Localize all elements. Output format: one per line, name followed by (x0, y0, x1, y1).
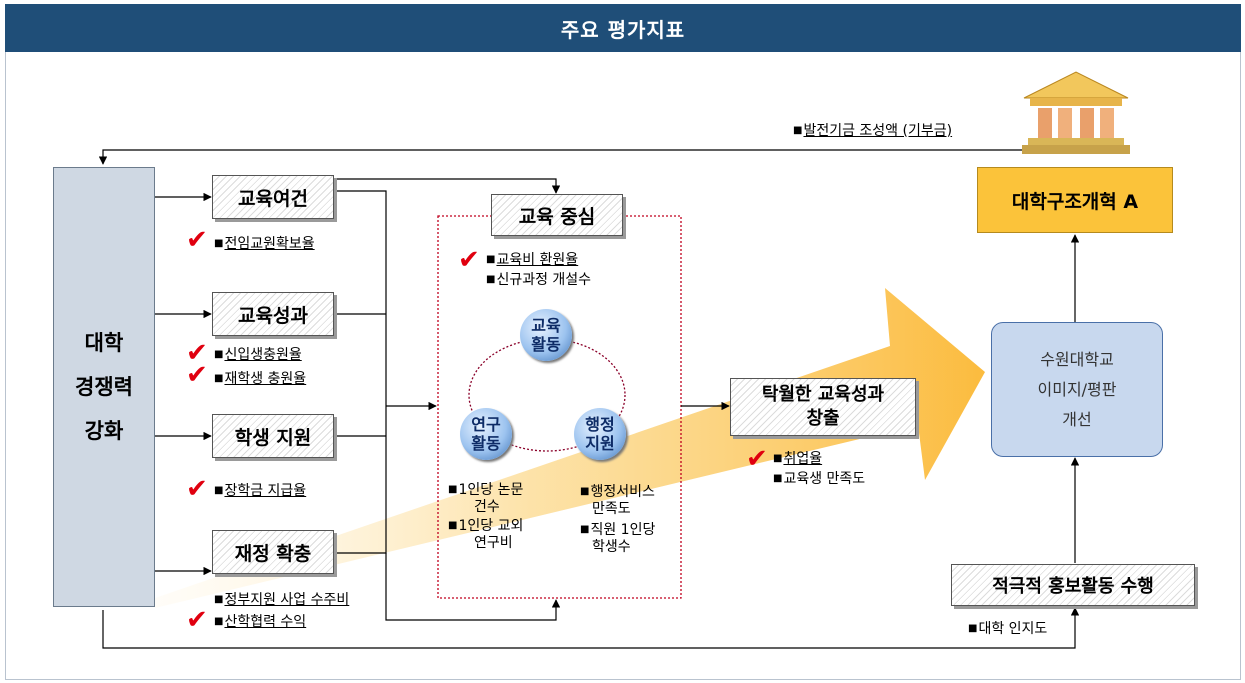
check-mark-icon: ✔ (458, 245, 480, 275)
page-title: 주요 평가지표 (5, 4, 1241, 52)
check-mark-icon: ✔ (746, 444, 768, 474)
pillar-line-1: 대학 (84, 331, 124, 355)
check-mark-icon: ✔ (186, 474, 208, 504)
strategy-box-finance-expansion: 재정 확충 (212, 530, 334, 574)
strategy-box-student-support: 학생 지원 (212, 414, 334, 458)
indicator-development-fund: ■발전기금 조성액 (기부금) (793, 123, 953, 139)
indicator-full-time-faculty: ■전임교원확보율 (214, 236, 315, 252)
strategy-box-education-environment: 교육여건 (212, 175, 334, 219)
indicator-students-per-staff: ■직원 1인당 학생수 (580, 522, 656, 555)
promotion-box: 적극적 홍보활동 수행 (951, 564, 1195, 606)
indicator-enrolled-fill-rate: ■재학생 충원율 (214, 371, 307, 387)
indicator-university-awareness: ■대학 인지도 (968, 621, 1048, 637)
check-mark-icon: ✔ (186, 225, 208, 255)
competitiveness-pillar: 대학 경쟁력 강화 (53, 167, 155, 607)
indicator-industry-collab-income: ■산학협력 수익 (214, 614, 307, 630)
indicator-papers-per-person: ■1인당 논문 건수 (448, 482, 524, 515)
reputation-box: 수원대학교 이미지/평판 개선 (991, 322, 1163, 457)
indicator-admin-service-satisfaction: ■행정서비스 만족도 (580, 484, 655, 517)
pillar-line-2: 경쟁력 (75, 375, 133, 399)
indicator-external-research-funds: ■1인당 교외 연구비 (448, 518, 524, 551)
indicator-scholarship-rate: ■장학금 지급율 (214, 483, 307, 499)
restructuring-grade-box: 대학구조개혁 A (977, 167, 1173, 233)
university-building-icon (1022, 71, 1130, 154)
strategy-box-education-outcome: 교육성과 (212, 292, 334, 336)
indicator-gov-project-funding: ■정부지원 사업 수주비 (214, 592, 350, 608)
indicator-new-course-count: ■신규과정 개설수 (486, 272, 592, 288)
pillar-line-3: 강화 (84, 419, 124, 443)
education-center-box: 교육 중심 (491, 194, 623, 236)
check-mark-icon: ✔ (186, 338, 208, 368)
progress-big-arrow (155, 288, 985, 608)
check-mark-icon: ✔ (186, 605, 208, 635)
indicator-student-satisfaction: ■교육생 만족도 (773, 471, 866, 487)
check-mark-icon: ✔ (186, 360, 208, 390)
indicator-employment-rate: ■취업율 (773, 451, 823, 467)
outcome-box: 탁월한 교육성과 창출 (730, 378, 916, 436)
indicator-freshman-fill-rate: ■신입생충원율 (214, 347, 302, 363)
indicator-education-cost-return: ■교육비 환원율 (486, 252, 579, 268)
